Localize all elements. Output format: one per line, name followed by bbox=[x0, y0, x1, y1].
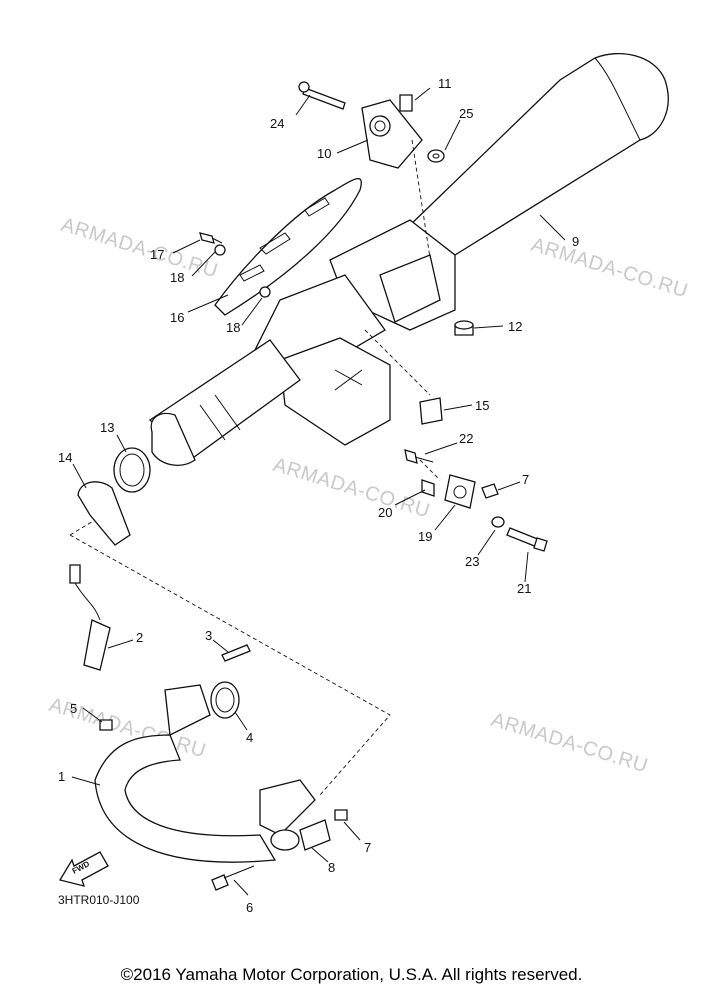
fwd-arrow-icon: FWD bbox=[58, 851, 109, 887]
callout-12: 12 bbox=[508, 319, 522, 334]
small-hardware bbox=[199, 232, 474, 425]
exhaust-pipe-assembly bbox=[69, 564, 348, 891]
leader-lines bbox=[71, 87, 566, 896]
callout-22: 22 bbox=[459, 431, 473, 446]
heat-shield bbox=[214, 178, 362, 316]
callout-23: 23 bbox=[465, 554, 479, 569]
callout-13: 13 bbox=[100, 420, 114, 435]
lower-mount-hardware bbox=[404, 449, 548, 552]
callout-3: 3 bbox=[205, 628, 212, 643]
callout-20: 20 bbox=[378, 505, 392, 520]
callout-17: 17 bbox=[150, 247, 164, 262]
watermark: ARMADA-CO.RU bbox=[489, 709, 651, 778]
guide-lines bbox=[69, 139, 441, 796]
joint-gasket-clamp bbox=[77, 447, 151, 546]
callout-1: 1 bbox=[58, 769, 65, 784]
watermark: ARMADA-CO.RU bbox=[271, 454, 433, 523]
callout-8: 8 bbox=[328, 860, 335, 875]
upper-bracket bbox=[298, 81, 445, 169]
copyright-notice: ©2016 Yamaha Motor Corporation, U.S.A. A… bbox=[120, 965, 583, 984]
callout-14: 14 bbox=[58, 450, 72, 465]
callout-7a: 7 bbox=[522, 472, 529, 487]
callout-5: 5 bbox=[70, 701, 77, 716]
muffler bbox=[148, 52, 669, 466]
callout-2: 2 bbox=[136, 630, 143, 645]
callout-7b: 7 bbox=[364, 840, 371, 855]
callout-25: 25 bbox=[459, 106, 473, 121]
callout-18b: 18 bbox=[226, 320, 240, 335]
callout-24: 24 bbox=[270, 116, 284, 131]
callouts: 24 11 25 10 9 17 18 16 18 12 15 13 14 22… bbox=[58, 76, 579, 915]
callout-6: 6 bbox=[246, 900, 253, 915]
diagram-code: 3HTR010-J100 bbox=[58, 893, 140, 907]
callout-16: 16 bbox=[170, 310, 184, 325]
callout-21: 21 bbox=[517, 581, 531, 596]
callout-18: 18 bbox=[170, 270, 184, 285]
callout-15: 15 bbox=[475, 398, 489, 413]
callout-19: 19 bbox=[418, 529, 432, 544]
callout-4: 4 bbox=[246, 730, 253, 745]
callout-9: 9 bbox=[572, 234, 579, 249]
callout-10: 10 bbox=[317, 146, 331, 161]
watermark: ARMADA-CO.RU bbox=[529, 234, 691, 303]
callout-11: 11 bbox=[438, 76, 452, 91]
